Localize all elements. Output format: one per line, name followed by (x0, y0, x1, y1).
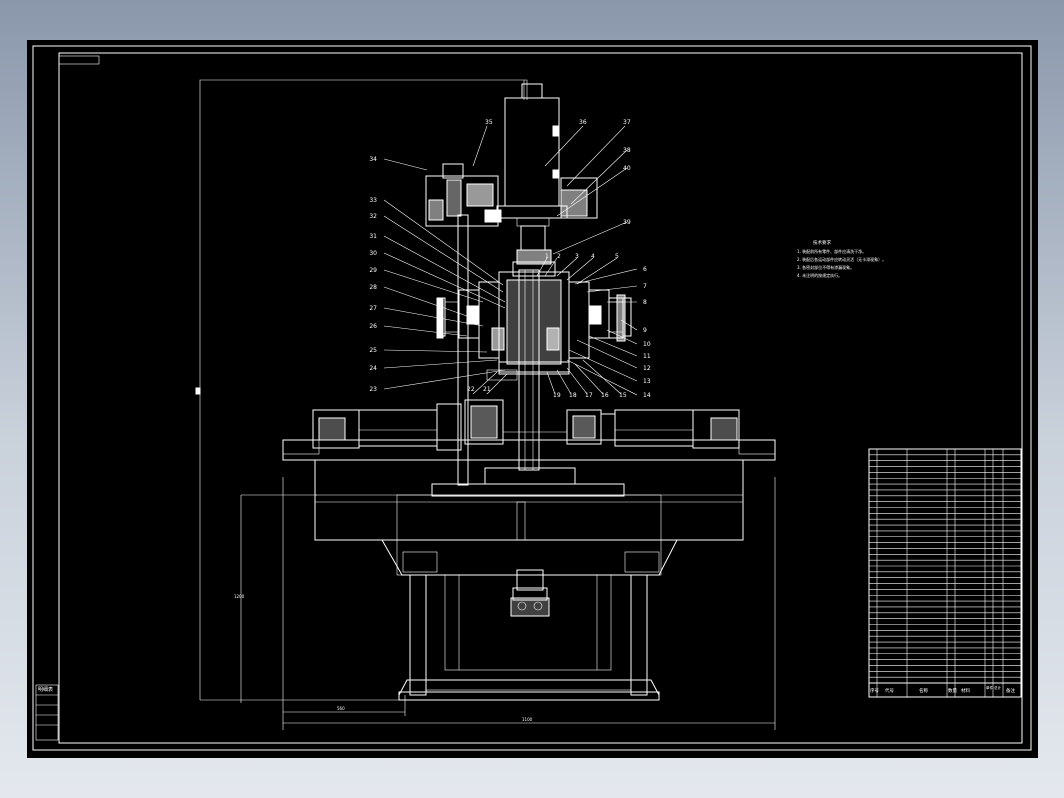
callout-labels-top: 35 36 37 38 39 40 1 2 3 4 5 (485, 119, 631, 260)
callout-left-9: 25 (369, 347, 377, 354)
callout-left-0: 34 (369, 156, 377, 163)
bom-h-3: 数量 (948, 687, 957, 694)
left-binding-strip (35, 684, 59, 741)
callout-right-3: 9 (643, 327, 647, 334)
callout-right-7: 13 (643, 378, 651, 385)
dim-left-height: 1200 (234, 594, 245, 599)
bom-h-2: 名称 (919, 687, 928, 694)
callout-bottom-6: 15 (619, 392, 627, 399)
callout-left-2: 32 (369, 213, 377, 220)
callout-left-8: 26 (369, 323, 377, 330)
callouts-top (472, 125, 628, 285)
bom-h-7: 备注 (1006, 687, 1015, 694)
callout-bottom-3: 18 (569, 392, 577, 399)
dim-bottom-left: 560 (337, 706, 345, 711)
callout-bottom-0: 22 (467, 386, 475, 393)
top-motor (425, 80, 598, 251)
callout-right-8: 14 (643, 392, 651, 399)
engineering-drawing: 1100 560 1200 (32, 45, 1032, 751)
callout-top-10: 5 (615, 253, 619, 260)
callout-right-6: 12 (643, 365, 651, 372)
callout-top-8: 3 (575, 253, 579, 260)
sheet-outer-border (32, 45, 1032, 751)
callout-bottom-5: 16 (601, 392, 609, 399)
callout-labels-right: 6 7 8 9 10 11 12 13 14 (643, 266, 651, 399)
callout-top-4: 39 (623, 219, 631, 226)
callout-top-6: 1 (545, 253, 549, 260)
tech-req-line-0: 1. 装配前所有零件、部件应清洗干净。 (797, 248, 866, 254)
callout-top-1: 36 (579, 119, 587, 126)
dim-bottom-total: 1100 (522, 717, 533, 722)
callout-right-2: 8 (643, 299, 647, 306)
callout-right-4: 10 (643, 341, 651, 348)
callout-top-3: 38 (623, 147, 631, 154)
bom-h-1: 代号 (885, 687, 894, 694)
callout-bottom-1: 21 (483, 386, 491, 393)
work-table (282, 399, 776, 455)
enclosure-outline (195, 79, 776, 730)
callout-left-11: 23 (369, 386, 377, 393)
callouts-bottom (472, 359, 622, 395)
callouts-left (383, 158, 506, 390)
callout-left-4: 30 (369, 250, 377, 257)
cad-viewport[interactable]: 1100 560 1200 (27, 40, 1038, 758)
columns (457, 214, 540, 486)
bom-table: 序号 代号 名称 数量 材料 单件 总计 备注 (868, 448, 1022, 698)
callout-bottom-2: 19 (553, 392, 561, 399)
top-left-tag (58, 55, 100, 65)
callout-right-1: 7 (643, 283, 647, 290)
callout-left-10: 24 (369, 365, 377, 372)
callout-left-3: 31 (369, 233, 377, 240)
tech-requirements: 技术要求 1. 装配前所有零件、部件应清洗干净。 2. 装配后各运动部件应转动灵… (797, 239, 886, 278)
callout-left-1: 33 (369, 197, 377, 204)
title-block-label: 明细表 (38, 686, 53, 693)
callout-bottom-4: 17 (585, 392, 593, 399)
callout-top-5: 40 (623, 165, 631, 172)
callout-left-6: 28 (369, 284, 377, 291)
bom-h-5: 单件 (986, 685, 994, 690)
machine-base (282, 439, 776, 701)
sheet-inner-border (58, 52, 1023, 744)
callout-right-5: 11 (643, 353, 651, 360)
tech-req-line-3: 4. 未注明的按规定执行。 (797, 272, 842, 278)
callout-labels-bottom: 22 21 19 18 17 16 15 (467, 386, 627, 399)
callout-top-7: 2 (557, 253, 561, 260)
bom-h-0: 序号 (870, 687, 879, 694)
tech-req-line-2: 3. 各密封部位不得有渗漏现象。 (797, 264, 854, 270)
callout-top-0: 35 (485, 119, 493, 126)
callout-left-7: 27 (369, 305, 377, 312)
callout-labels-left: 34 33 32 31 30 29 28 27 26 25 24 23 (369, 156, 377, 393)
tech-req-title: 技术要求 (813, 239, 831, 246)
callout-top-9: 4 (591, 253, 595, 260)
callout-left-5: 29 (369, 267, 377, 274)
bom-h-6: 总计 (994, 685, 1002, 690)
callouts-right (566, 268, 638, 396)
tech-req-line-1: 2. 装配后各运动部件应转动灵活（无卡滞现象）。 (797, 256, 886, 262)
callout-right-0: 6 (643, 266, 647, 273)
bom-h-4: 材料 (961, 687, 970, 694)
callout-top-2: 37 (623, 119, 631, 126)
